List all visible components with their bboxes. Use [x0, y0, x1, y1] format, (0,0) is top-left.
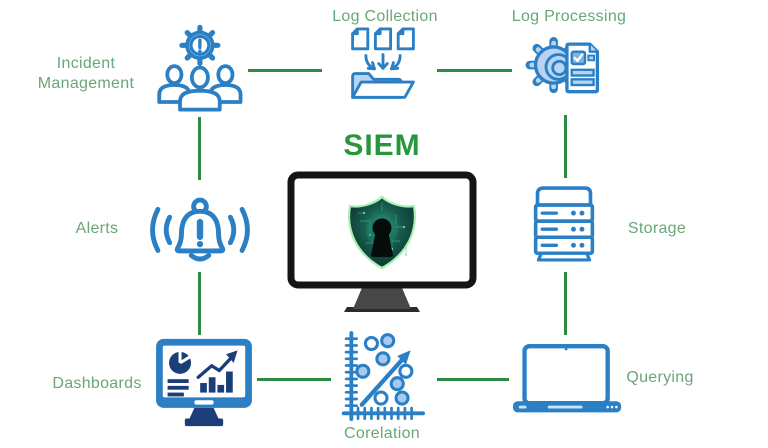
storage-label: Storage — [627, 220, 687, 237]
correlation-label: Corelation — [344, 425, 420, 442]
log-collection-label: Log Collection — [332, 8, 438, 25]
connector-dashboards-correlation — [257, 378, 331, 381]
connector-logcollection-logprocessing — [437, 69, 512, 72]
charts-monitor-icon — [154, 337, 254, 429]
connector-storage-querying — [564, 272, 567, 335]
team-alert-gear-icon — [146, 22, 250, 114]
log-processing-label: Log Processing — [511, 8, 627, 25]
gear-document-checklist-icon — [523, 27, 609, 105]
alerts-label: Alerts — [75, 220, 119, 237]
scatter-plot-arrow-icon — [337, 331, 425, 423]
connector-logprocessing-storage — [564, 115, 567, 178]
connector-correlation-querying — [437, 378, 509, 381]
documents-into-folder-icon — [343, 27, 423, 103]
querying-label: Querying — [626, 369, 694, 386]
dashboards-label: Dashboards — [52, 375, 142, 392]
connector-incident-alerts — [198, 117, 201, 180]
page-title: SIEM — [343, 129, 421, 162]
shield-keyhole-monitor-icon — [287, 171, 477, 313]
ringing-bell-icon — [139, 181, 261, 273]
connector-incident-logcollection — [248, 69, 322, 72]
incident-management-label: Incident Management — [37, 55, 135, 92]
connector-alerts-dashboards — [198, 272, 201, 335]
laptop-icon — [511, 344, 627, 416]
server-stack-icon — [529, 181, 599, 267]
